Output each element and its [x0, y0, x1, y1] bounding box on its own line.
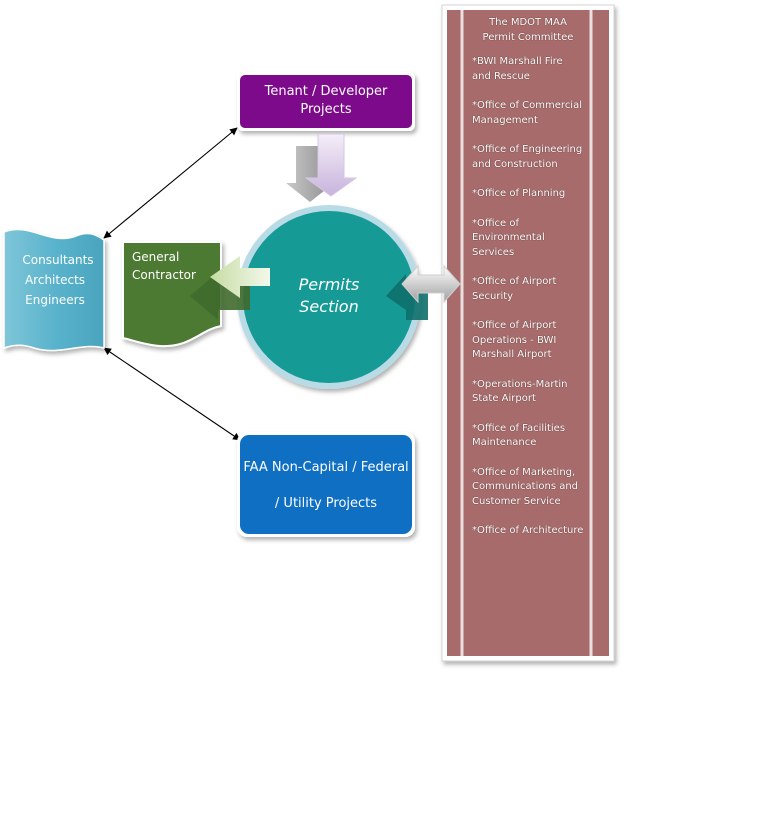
consultants-line-3: Engineers: [25, 293, 85, 307]
general-contractor-label: General Contractor: [132, 248, 220, 284]
consultants-label: Consultants Architects Engineers: [10, 250, 100, 310]
permits-section-label: Permits Section: [262, 274, 396, 318]
consultants-line-2: Architects: [24, 273, 86, 287]
committee-item: *Operations-Martin State Airport: [472, 378, 568, 405]
committee-item: *Office of Architecture: [472, 525, 584, 536]
consultants-shape: [3, 228, 105, 352]
committee-item: *Office of Engineering and Construction: [472, 144, 583, 170]
faa-non-capital-label: FAA Non-Capital / Federal / Utility Proj…: [240, 440, 412, 532]
committee-item: *Office of Environmental Services: [472, 217, 545, 258]
tenant-developer-label: Tenant / Developer Projects: [264, 84, 388, 117]
faa-non-capital-box: [237, 432, 415, 537]
consultants-line-1: Consultants: [22, 253, 94, 267]
committee-item: *Office of Marketing, Communications and…: [472, 466, 579, 507]
permits-line-1: Permits: [298, 275, 360, 294]
connector-consultants-tenant: [103, 127, 238, 239]
double-arrow: [401, 264, 461, 304]
gc-line-1: General: [132, 250, 180, 264]
permits-section-circle: [237, 205, 421, 389]
committee-item: *Office of Commercial Management: [472, 100, 582, 126]
down-block-arrow: [304, 133, 358, 197]
gc-line-2: Contractor: [132, 268, 196, 282]
permit-committee-column: [441, 4, 615, 662]
committee-title: The MDOT MAA Permit Committee: [482, 17, 574, 43]
permits-line-2: Section: [299, 297, 359, 316]
general-contractor-shape: [122, 241, 222, 348]
committee-item: *Office of Airport Security: [472, 276, 557, 302]
committee-list: The MDOT MAA Permit Committee *BWI Marsh…: [472, 16, 584, 554]
left-block-arrow: [210, 256, 270, 298]
committee-item: *Office of Facilities Maintenance: [472, 422, 566, 449]
double-arrow-shadow: [386, 274, 428, 320]
connector-consultants-faa: [103, 347, 241, 441]
tenant-developer-box: [237, 72, 415, 131]
committee-item: *Office of Airport Operations - BWI Mars…: [472, 320, 557, 360]
faa-label-line-2: / Utility Projects: [274, 496, 378, 511]
faa-label-line-1: FAA Non-Capital / Federal: [243, 460, 409, 475]
committee-item: *BWI Marshall Fire and Rescue: [472, 56, 563, 82]
committee-item: *Office of Planning: [472, 188, 566, 199]
